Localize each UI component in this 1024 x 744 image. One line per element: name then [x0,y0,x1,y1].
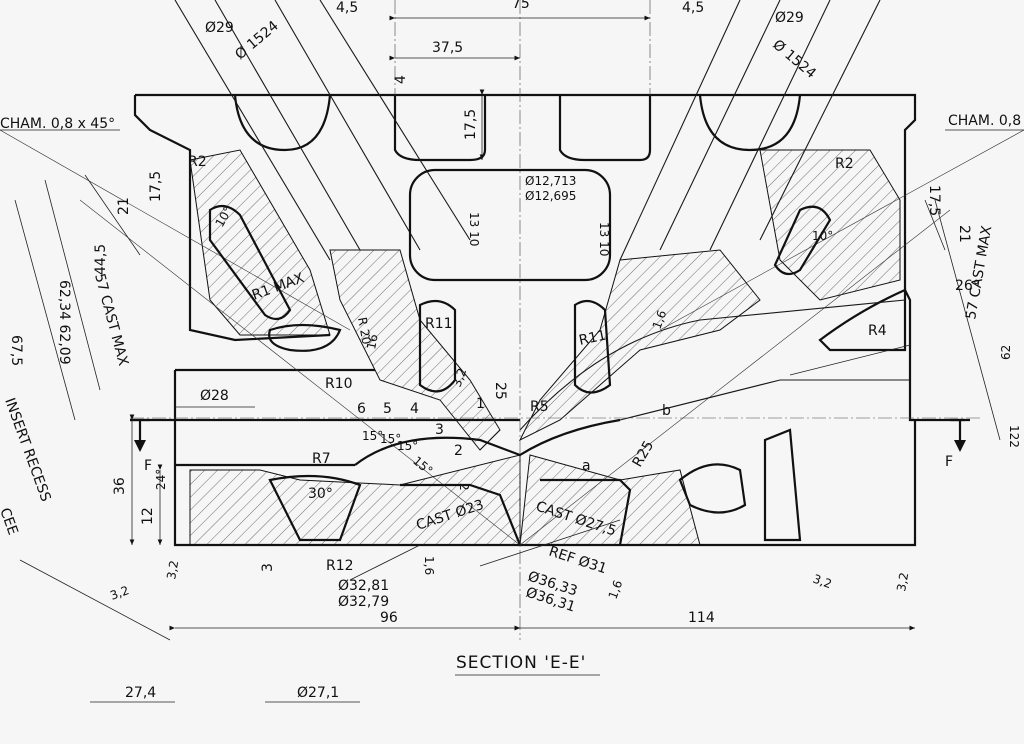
label-r2-right: R2 [835,156,854,172]
label-cham-left: CHAM. 0,8 x 45° [0,116,115,132]
label-d29-left: Ø29 [205,20,234,36]
label-ang15-3: 15° [397,439,418,453]
label-ang26: 26° [955,278,980,294]
label-r11-right: R11 [578,328,608,349]
label-d175-left: 17,5 [148,171,164,202]
label-sf-left2: 3,2 [108,583,131,603]
dimension-lines [0,15,1024,703]
label-n6: 6 [357,401,366,417]
label-d445: 44,5 [93,244,109,275]
label-d122: 122 [1007,425,1021,448]
label-d1524-left: Ø 1524 [232,18,281,63]
section-title: SECTION 'E-E' [456,653,586,673]
label-lb: b [662,403,671,419]
label-d16d: 1,6 [606,578,626,601]
label-f-right: F [945,454,953,470]
label-d13-right: 13 10 [597,222,611,256]
label-ang15-4: 15° [410,454,435,478]
label-cham-right: CHAM. 0,8 [948,113,1021,129]
label-r12: R12 [326,558,354,574]
label-d29-right: Ø29 [775,10,804,26]
label-r11-left: R11 [425,316,453,332]
label-la: a [582,458,591,474]
label-d45-left: 4,5 [336,0,358,16]
label-ang30: 30° [308,486,333,502]
label-ang10-right: 10° [812,229,833,243]
label-r25: R25 [630,438,658,470]
label-n5: 5 [383,401,392,417]
label-d16b: 1,6 [650,308,670,331]
label-d175-top: 17,5 [463,109,479,140]
label-d274: 27,4 [125,685,156,701]
label-ang15-2: 15° [380,432,401,446]
label-sf-right1: 3,2 [811,572,834,592]
label-n3: 3 [435,422,444,438]
label-sf-right2: 3,2 [894,571,911,592]
label-d36: 36 [112,477,128,495]
label-r5: R5 [530,399,549,415]
label-d271: Ø27,1 [297,685,339,701]
label-n4: 4 [410,401,419,417]
label-r4: R4 [868,323,887,339]
label-d675: 67,5 [8,335,24,366]
label-d13-left: 13 10 [467,212,481,246]
label-d12713: Ø12,713 [525,174,576,188]
label-n1: 1 [476,396,485,412]
label-d16: 16 [364,333,380,350]
label-d3: 3 [260,563,276,572]
label-d21-left: 21 [116,197,132,215]
label-insert: INSERT RECESS [1,396,53,504]
hatched-sections [189,149,901,546]
label-d2: 2 [457,483,471,491]
label-f-left: F [144,458,152,474]
label-d4: 4 [393,75,409,84]
label-d21-right: 21 [956,225,972,243]
label-d175-right: 17,5 [926,185,942,216]
label-r10: R10 [325,376,353,392]
label-d114: 114 [688,610,715,626]
angled-bores [0,0,1024,546]
label-d57-left: 57 CAST MAX [91,272,131,368]
label-r7: R7 [312,451,331,467]
label-d16c: 1,6 [422,556,436,575]
label-d32281: Ø32,81 [338,578,389,594]
top-pockets [233,94,802,162]
label-d62r: 62 [999,345,1013,360]
label-r20: R 20 [355,316,374,345]
label-ref31: REF Ø31 [547,544,609,578]
label-ang15-1: 15° [362,429,383,443]
label-d45-right: 4,5 [682,0,704,16]
label-n2: 2 [454,443,463,459]
label-sf-left1: 3,2 [164,559,181,580]
label-d28: Ø28 [200,388,229,404]
label-d96: 96 [380,610,398,626]
ports [354,299,910,546]
label-d25: 25 [492,382,508,400]
label-d12695: Ø12,695 [525,189,576,203]
cavities [208,168,907,542]
label-ang24: 24° [154,469,168,490]
label-d375: 37,5 [432,40,463,56]
centre-lines [130,0,980,640]
label-d32279: Ø32,79 [338,594,389,610]
section-arrows [130,418,970,452]
label-d32s: 3,2 [450,366,470,389]
label-rcee: CEE [0,506,21,537]
label-r2-left: R2 [188,154,207,170]
label-d75: 75 [512,0,530,12]
label-d6234: 62,34 62,09 [56,280,72,365]
label-d12: 12 [140,507,156,525]
